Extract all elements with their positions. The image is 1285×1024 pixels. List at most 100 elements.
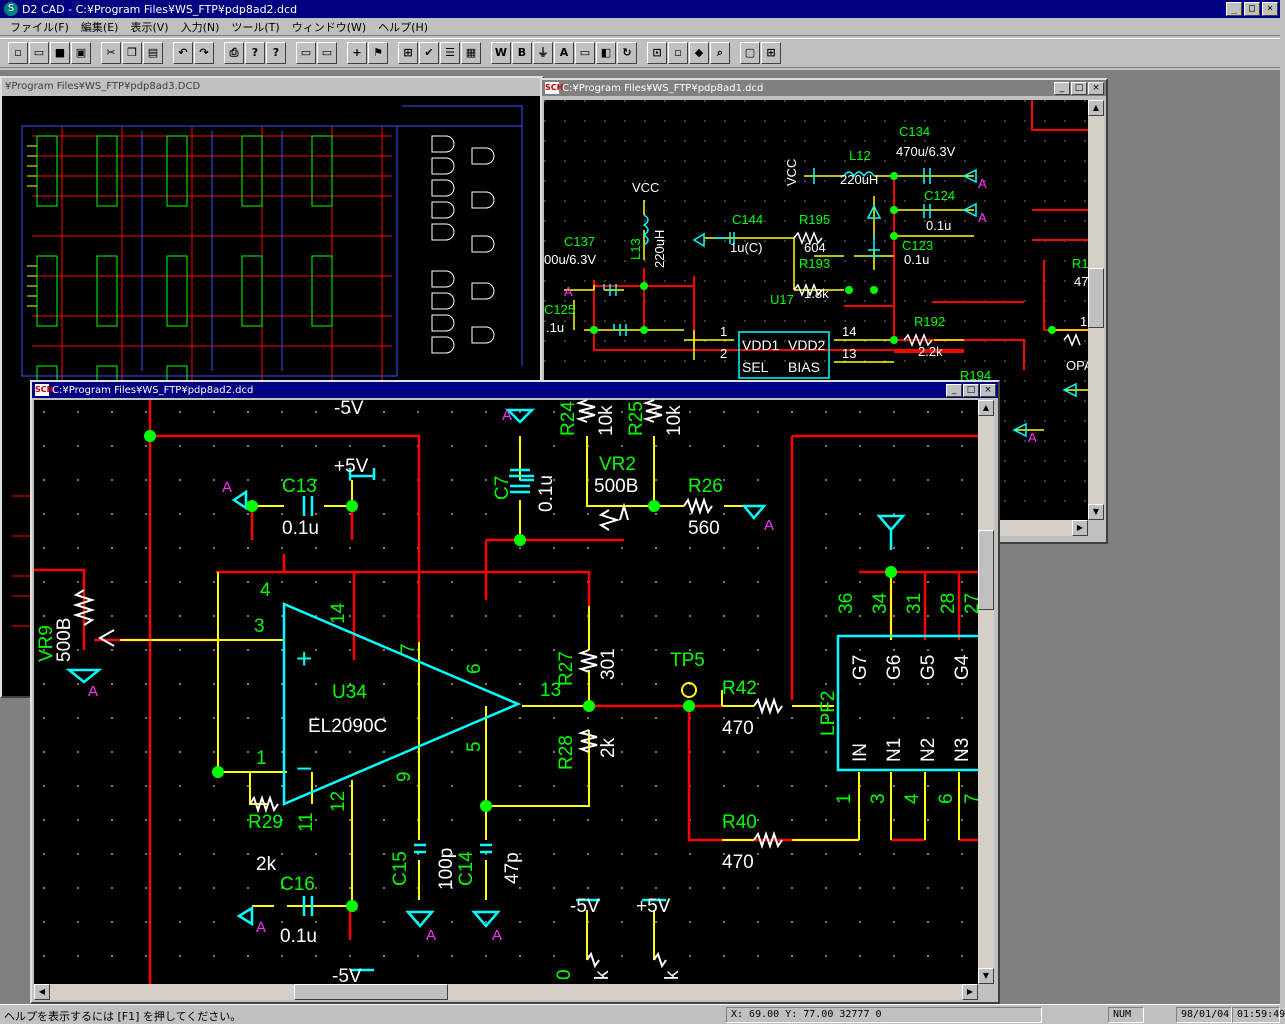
lbl-c16v: 0.1u <box>280 926 317 947</box>
zoom-icon[interactable]: ⌕ <box>710 42 730 64</box>
lbl-vcc-b: VCC <box>632 180 659 195</box>
lbl-r29: R29 <box>248 812 283 833</box>
pdp8ad1-scroll-down-icon[interactable]: ▼ <box>1088 504 1104 520</box>
frame-icon[interactable]: ▢ <box>740 42 760 64</box>
pdp8ad2-scroll-left-icon[interactable]: ◀ <box>34 984 50 1000</box>
window2-icon[interactable]: ▭ <box>317 42 337 64</box>
list-icon[interactable]: ☰ <box>440 42 460 64</box>
cut-icon[interactable]: ✂ <box>101 42 121 64</box>
lbl-r40: R40 <box>722 812 757 833</box>
menu-edit[interactable]: 編集(E) <box>80 20 119 34</box>
lbl-pin12: 12 <box>328 791 349 812</box>
pdp8ad1-maximize-button[interactable]: □ <box>1071 82 1087 95</box>
lbl-lpf2: LPF2 <box>818 691 839 736</box>
paste-icon[interactable]: ▤ <box>143 42 163 64</box>
menu-view[interactable]: 表示(V) <box>130 20 169 34</box>
menu-file[interactable]: ファイル(F) <box>10 20 69 34</box>
pdp8ad1-vscroll-thumb[interactable] <box>1088 268 1104 328</box>
table-icon[interactable]: ▦ <box>461 42 481 64</box>
lbl-c7: C7 <box>492 476 513 500</box>
lbl-vr2: VR2 <box>599 454 636 475</box>
lbl-p1b: 1 <box>1080 314 1087 329</box>
context-help-icon[interactable]: ? <box>266 42 286 64</box>
help-icon[interactable]: ? <box>245 42 265 64</box>
lbl-u17-p1: 1 <box>720 324 727 339</box>
lbl-g6: G6 <box>884 655 905 680</box>
ground-icon[interactable]: ⏚ <box>533 42 553 64</box>
pdp8ad2-minimize-button[interactable]: _ <box>946 384 962 397</box>
window-pdp8ad1-title[interactable]: SCH C:¥Program Files¥WS_FTP¥pdp8ad1.dcd … <box>542 80 1106 96</box>
open-icon[interactable]: ▭ <box>29 42 49 64</box>
schematic-canvas-pdp8ad2[interactable]: -5V +5V C13 0.1u C7 0.1u R24 10k R25 10k… <box>34 398 990 987</box>
label-icon[interactable]: ◧ <box>596 42 616 64</box>
lbl-vr9: VR9 <box>36 625 57 662</box>
undo-icon[interactable]: ↶ <box>173 42 193 64</box>
menu-input[interactable]: 入力(N) <box>180 20 220 34</box>
pdp8ad1-minimize-button[interactable]: _ <box>1054 82 1070 95</box>
pdp8ad2-horizontal-scrollbar[interactable]: ◀ ▶ <box>34 984 978 1000</box>
lbl-c137: C137 <box>564 234 595 249</box>
lbl-r24v: 10k <box>596 405 617 436</box>
zoom-fit-icon[interactable]: ⊡ <box>647 42 667 64</box>
lbl-n2: N2 <box>918 738 939 762</box>
menu-help[interactable]: ヘルプ(H) <box>378 20 429 34</box>
copy-icon[interactable]: ❐ <box>122 42 142 64</box>
pdp8ad2-scroll-up-icon[interactable]: ▲ <box>978 400 994 416</box>
flag-icon[interactable]: ⚑ <box>368 42 388 64</box>
lbl-l12: L12 <box>849 148 871 163</box>
pdp8ad2-close-button[interactable]: × <box>980 384 996 397</box>
new-icon[interactable]: ▫ <box>8 42 28 64</box>
lbl-c13v: 0.1u <box>282 518 319 539</box>
lbl-c137v: 00u/6.3V <box>544 252 596 267</box>
pdp8ad2-scroll-down-icon[interactable]: ▼ <box>978 968 994 984</box>
window-pdp8ad3-title[interactable]: ¥Program Files¥WS_FTP¥pdp8ad3.DCD <box>2 78 542 94</box>
menu-tools[interactable]: ツール(T) <box>231 20 280 34</box>
bus-icon[interactable]: B <box>512 42 532 64</box>
lbl-pin6: 6 <box>464 663 485 674</box>
lbl-r40v: 470 <box>722 852 754 873</box>
maximize-button[interactable]: □ <box>1244 2 1260 16</box>
lbl-c124: C124 <box>924 188 955 203</box>
wire-icon[interactable]: W <box>491 42 511 64</box>
window-pdp8ad2[interactable]: SCH C:¥Program Files¥WS_FTP¥pdp8ad2.dcd … <box>30 380 1000 1004</box>
rotate-icon[interactable]: ↻ <box>617 42 637 64</box>
pdp8ad2-scroll-right-icon[interactable]: ▶ <box>962 984 978 1000</box>
lbl-p28: 28 <box>938 593 959 614</box>
menu-window[interactable]: ウィンドウ(W) <box>291 20 367 34</box>
window-pdp8ad2-title[interactable]: SCH C:¥Program Files¥WS_FTP¥pdp8ad2.dcd … <box>32 382 998 398</box>
pdp8ad2-vertical-scrollbar[interactable]: ▲ ▼ <box>978 400 994 984</box>
status-bar: ヘルプを表示するには [F1] を押してください。 X: 69.00 Y: 77… <box>0 1004 1285 1024</box>
lbl-pin11: 11 <box>296 812 317 832</box>
pdp8ad1-scroll-right-icon[interactable]: ▶ <box>1072 520 1088 536</box>
window-icon[interactable]: ▭ <box>296 42 316 64</box>
lbl-l12v: 220uH <box>840 172 878 187</box>
lbl-r28: R28 <box>556 735 577 770</box>
lbl-pin9: 9 <box>394 771 415 782</box>
save-all-icon[interactable]: ▣ <box>71 42 91 64</box>
pdp8ad2-maximize-button[interactable]: □ <box>963 384 979 397</box>
pdp8ad1-vertical-scrollbar[interactable]: ▲ ▼ <box>1088 100 1104 520</box>
pdp8ad1-scroll-up-icon[interactable]: ▲ <box>1088 100 1104 116</box>
lbl-vr2v: 500B <box>594 476 638 497</box>
net-icon[interactable]: ⊞ <box>398 42 418 64</box>
pdp8ad2-vscroll-thumb[interactable] <box>978 530 994 610</box>
redo-icon[interactable]: ↷ <box>194 42 214 64</box>
minimize-button[interactable]: _ <box>1226 2 1242 16</box>
pdp8ad2-hscroll-thumb[interactable] <box>294 984 448 1000</box>
pdp8ad1-resistors <box>793 230 1081 348</box>
close-button[interactable]: × <box>1262 2 1278 16</box>
lbl-a-c15: A <box>426 927 436 944</box>
pdp8ad1-close-button[interactable]: × <box>1088 82 1104 95</box>
text-icon[interactable]: A <box>554 42 574 64</box>
grid-icon[interactable]: ⊞ <box>761 42 781 64</box>
component-icon[interactable]: ▭ <box>575 42 595 64</box>
check-icon[interactable]: ✔ <box>419 42 439 64</box>
flip-icon[interactable]: ◆ <box>689 42 709 64</box>
save-icon[interactable]: ■ <box>50 42 70 64</box>
zoom-small-icon[interactable]: ▫ <box>668 42 688 64</box>
lbl-g5: G5 <box>918 655 939 680</box>
lbl-c123: C123 <box>902 238 933 253</box>
lbl-r27v: 301 <box>598 648 619 680</box>
print-icon[interactable]: ⎙ <box>224 42 244 64</box>
add-part-icon[interactable]: + <box>347 42 367 64</box>
